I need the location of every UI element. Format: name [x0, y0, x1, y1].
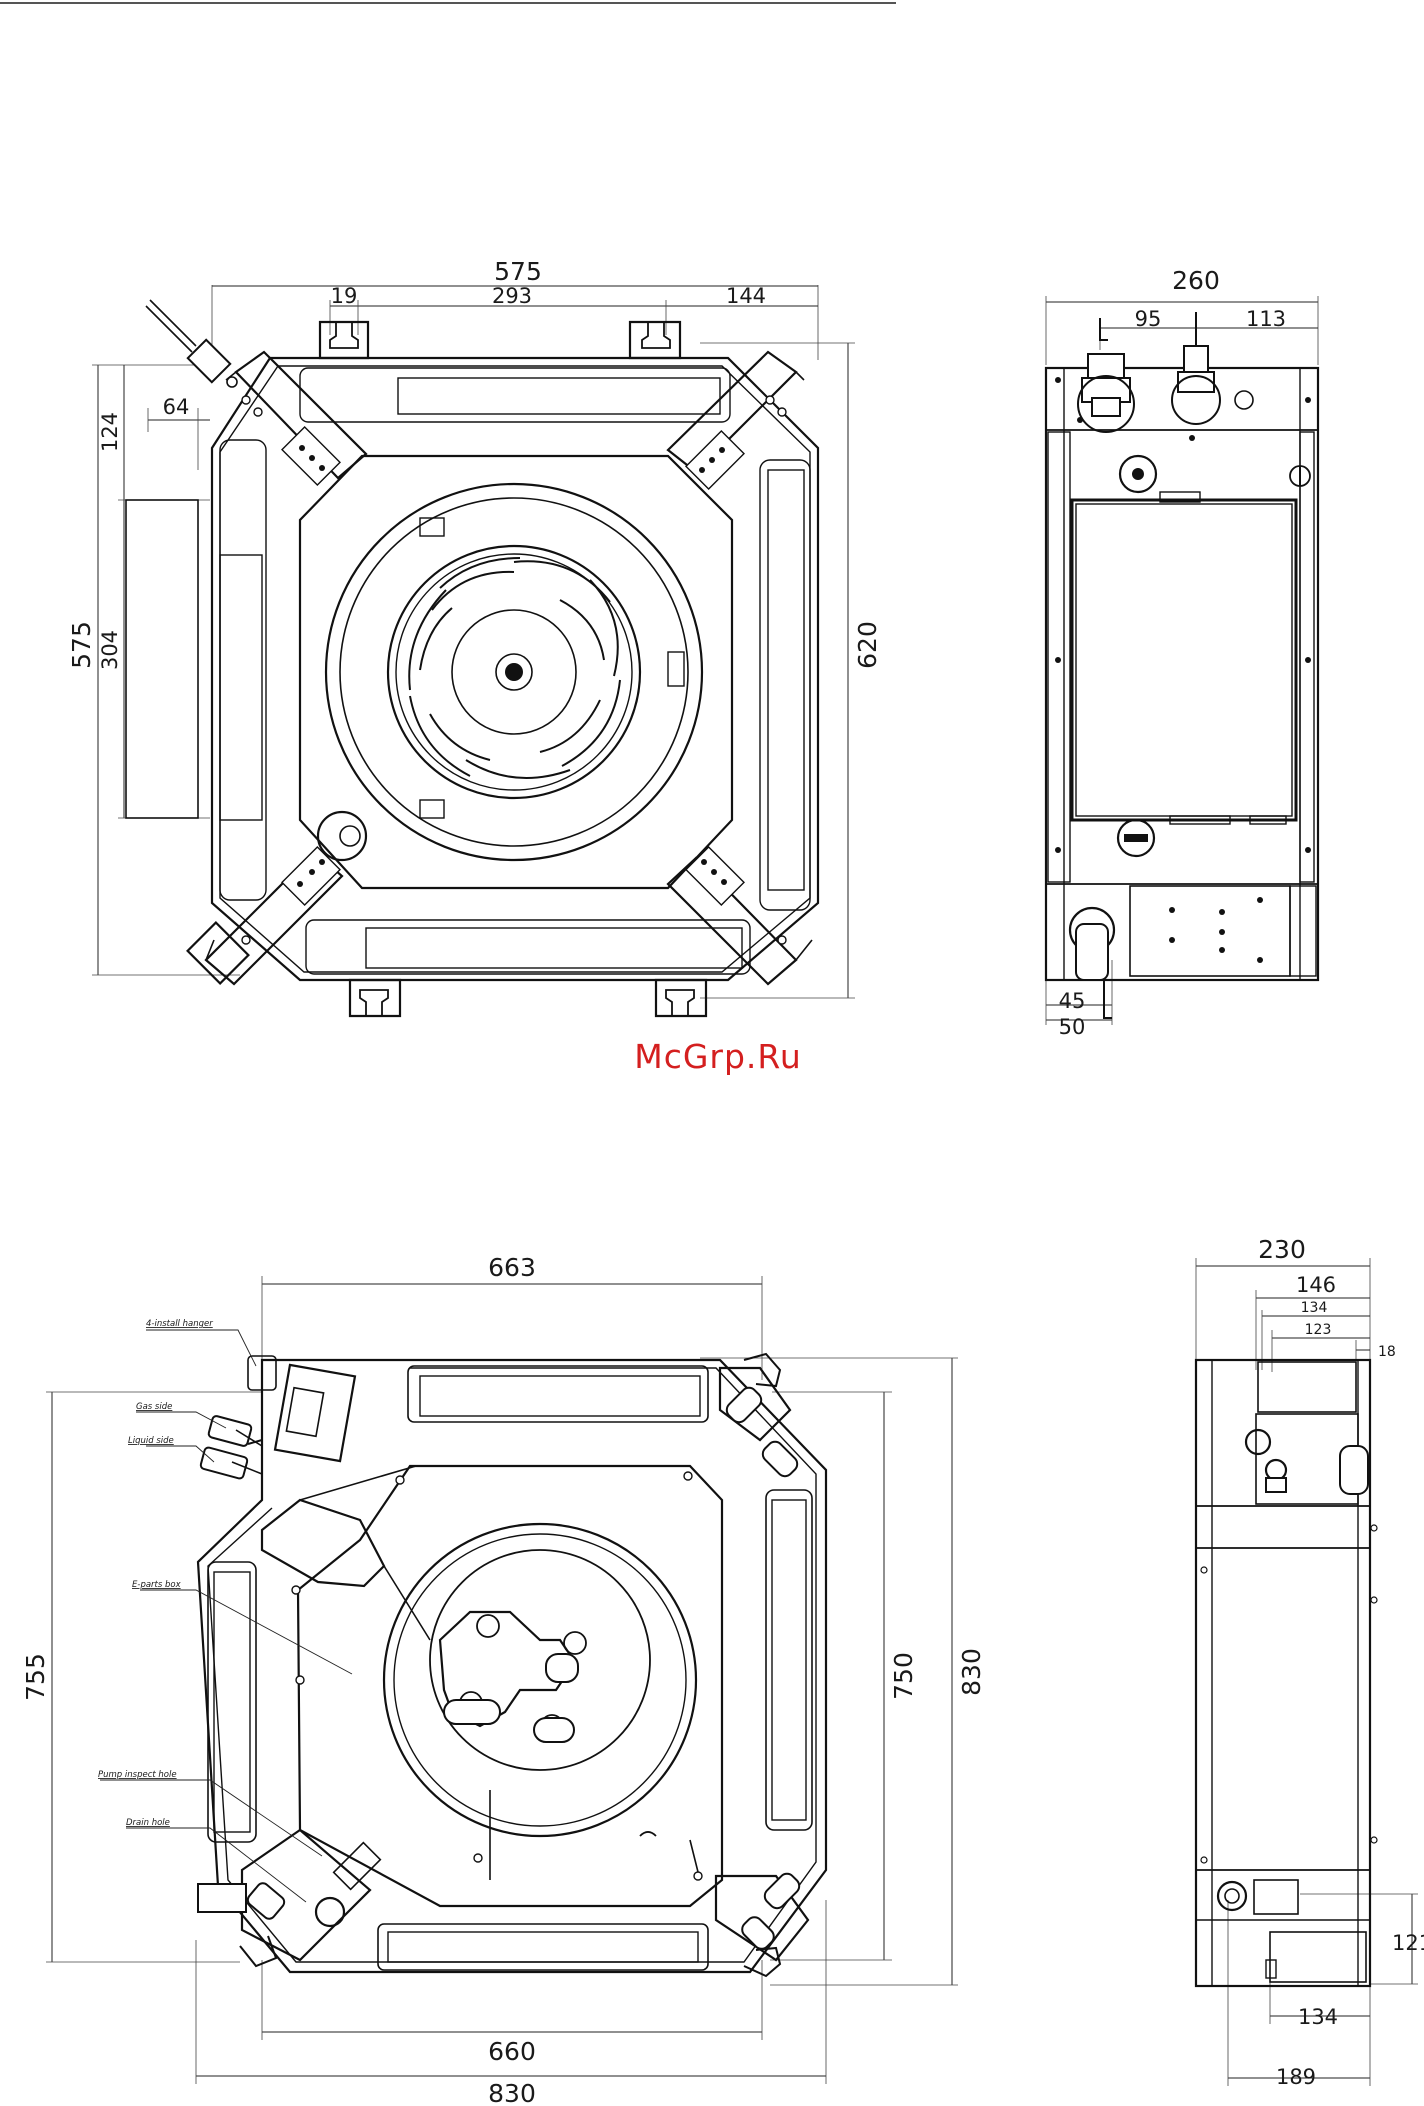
lower-pipe-connections: [200, 1356, 355, 1479]
dim-side-pipe2: 113: [1246, 307, 1286, 331]
dim-lower-right-overall: 830: [957, 1648, 986, 1696]
dim-lower-side-189: 189: [1276, 2065, 1316, 2089]
label-hanger: 4-install hanger: [146, 1319, 213, 1329]
dim-left-upper: 124: [98, 412, 122, 452]
dim-lower-side-123: 123: [1305, 1322, 1332, 1338]
dim-lower-left-height: 755: [21, 1653, 50, 1701]
dim-side-drain1: 45: [1059, 989, 1086, 1013]
dim-left-lower: 304: [98, 630, 122, 670]
dim-lower-side-121: 121: [1392, 1931, 1424, 1955]
dim-lower-side-134-bottom: 134: [1298, 2005, 1338, 2029]
dim-lower-side-18: 18: [1378, 1344, 1396, 1360]
upper-front-view: 575 19 293 144 575 124 304 64 620: [67, 257, 882, 1016]
dim-lower-right-inner: 750: [889, 1652, 918, 1700]
dim-top-seg2: 293: [492, 284, 532, 308]
label-eparts-box: E-parts box: [132, 1580, 182, 1590]
dim-lower-side-146: 146: [1296, 1273, 1336, 1297]
dim-lower-side-134-top: 134: [1301, 1300, 1328, 1316]
upper-side-view: 260 95 113 45 50: [1046, 266, 1318, 1039]
label-liquid-side: Liquid side: [128, 1436, 174, 1446]
dim-top-seg1: 19: [331, 284, 358, 308]
dim-lower-overall-width: 830: [488, 2079, 536, 2106]
label-pump-inspect-hole: Pump inspect hole: [98, 1770, 177, 1780]
dim-top-overall: 575: [494, 257, 542, 286]
dim-lower-top-width: 663: [488, 1253, 536, 1282]
pipe-top-left: [146, 300, 237, 387]
dim-side-drain2: 50: [1059, 1015, 1086, 1039]
dim-lower-bottom-width: 660: [488, 2037, 536, 2066]
lower-bracket-br: [716, 1870, 808, 1960]
dim-top-seg3: 144: [726, 284, 766, 308]
dim-left-offset: 64: [163, 395, 190, 419]
label-gas-side: Gas side: [136, 1402, 172, 1412]
upper-front-dimensions: [92, 285, 855, 998]
dim-lower-side-width: 230: [1258, 1235, 1306, 1264]
dim-side-width: 260: [1172, 266, 1220, 295]
leader-lines: [100, 1330, 352, 1902]
lower-front-view: 4-install hanger Gas side Liquid side E-…: [21, 1253, 986, 2106]
watermark: McGrp.Ru: [634, 1037, 802, 1076]
label-drain-hole: Drain hole: [126, 1818, 170, 1828]
dim-left-overall: 575: [67, 621, 96, 669]
dim-side-pipe1: 95: [1135, 307, 1162, 331]
dim-right-overall: 620: [853, 621, 882, 669]
lower-side-view: 230 146 134 123 18 121 134 189: [1196, 1235, 1424, 2089]
lower-bracket-bl: [198, 1830, 370, 1960]
